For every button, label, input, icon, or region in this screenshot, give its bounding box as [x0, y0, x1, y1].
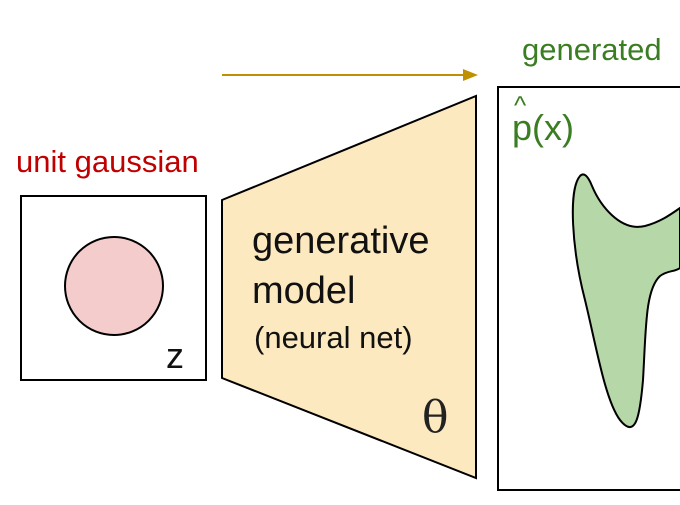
- density-label: p(x): [512, 107, 574, 148]
- latent-variable-label: z: [166, 335, 184, 376]
- model-label-line2: model: [252, 270, 356, 312]
- unit-gaussian-circle: [64, 236, 164, 336]
- generated-density-shape: [571, 173, 680, 428]
- model-label-line1: generative: [252, 220, 430, 262]
- theta-parameter-label: θ: [422, 392, 449, 443]
- generative-model-trapezoid: [221, 94, 477, 480]
- density-hat-mark: ^: [514, 90, 527, 120]
- input-distribution-label: unit gaussian: [16, 144, 199, 179]
- flow-arrow-head: [463, 69, 478, 81]
- model-label-line3: (neural net): [254, 320, 413, 355]
- output-distribution-label: generated: [522, 32, 662, 67]
